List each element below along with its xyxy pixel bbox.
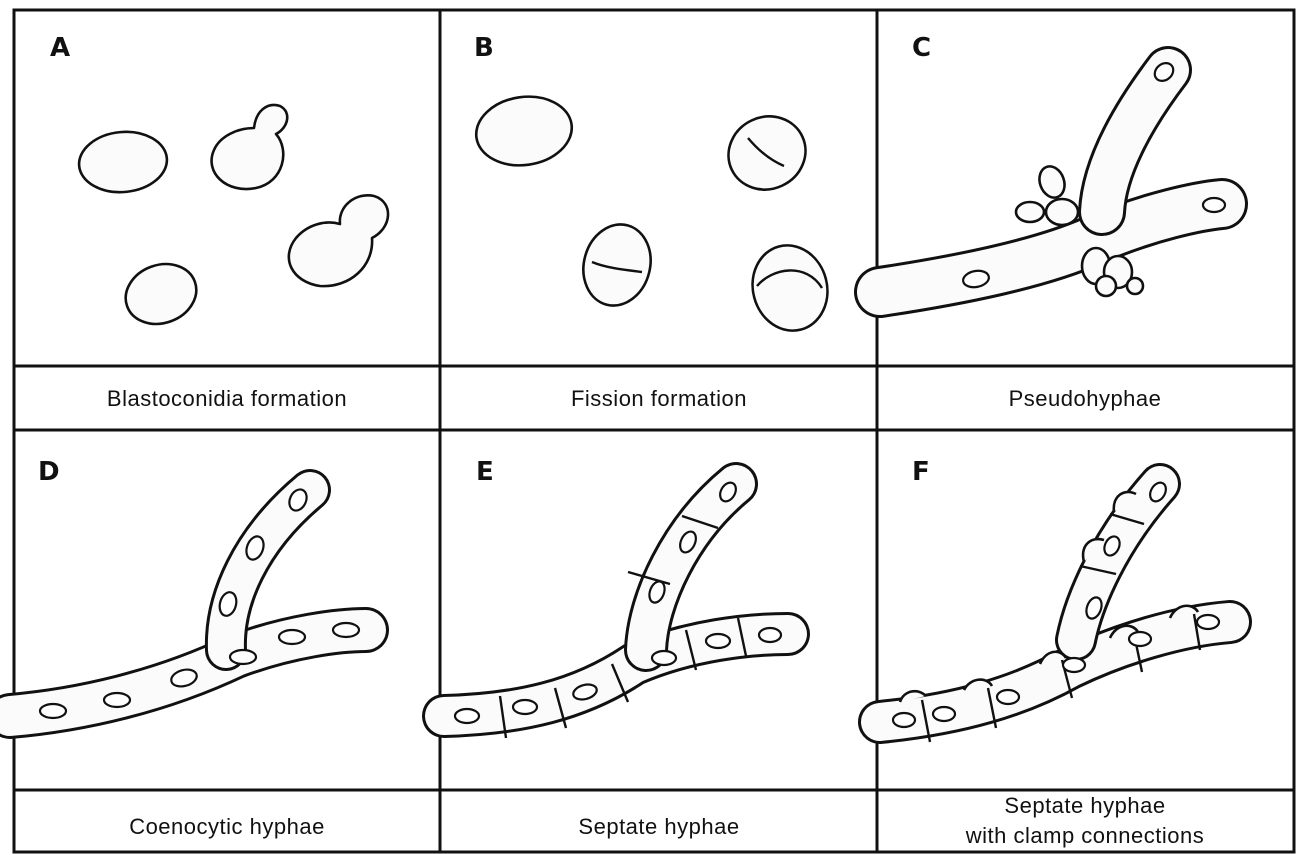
panel-d-letter: D — [38, 457, 60, 487]
pseudohyphae-illustration — [880, 59, 1225, 296]
panel-d-caption: Coenocytic hyphae — [129, 814, 325, 839]
panel-a-caption: Blastoconidia formation — [107, 386, 347, 411]
fission-illustration — [472, 91, 837, 339]
panel-e-caption: Septate hyphae — [578, 814, 739, 839]
panel-e: E Septate hyphae — [444, 457, 788, 839]
panel-a-letter: A — [50, 33, 70, 63]
panel-f-caption-line2: with clamp connections — [965, 823, 1204, 848]
clamp-hyphae-illustration — [880, 480, 1230, 742]
panel-b-caption: Fission formation — [571, 386, 747, 411]
panel-f-caption-line1: Septate hyphae — [1004, 793, 1165, 818]
panel-c: C Pseudohyphae — [880, 33, 1225, 411]
panel-c-letter: C — [912, 33, 931, 63]
panel-c-caption: Pseudohyphae — [1009, 386, 1162, 411]
coenocytic-hyphae-illustration — [10, 487, 366, 718]
panel-b: B Fission formation — [472, 33, 837, 411]
blastoconidia-illustration — [77, 105, 388, 334]
panel-d: D Coenocytic hyphae — [10, 457, 366, 839]
septate-hyphae-illustration — [444, 480, 788, 738]
panel-a: A Blastoconidia formation — [50, 33, 388, 411]
panel-b-letter: B — [474, 33, 494, 63]
panel-e-letter: E — [476, 457, 494, 487]
panel-f-letter: F — [912, 457, 930, 487]
